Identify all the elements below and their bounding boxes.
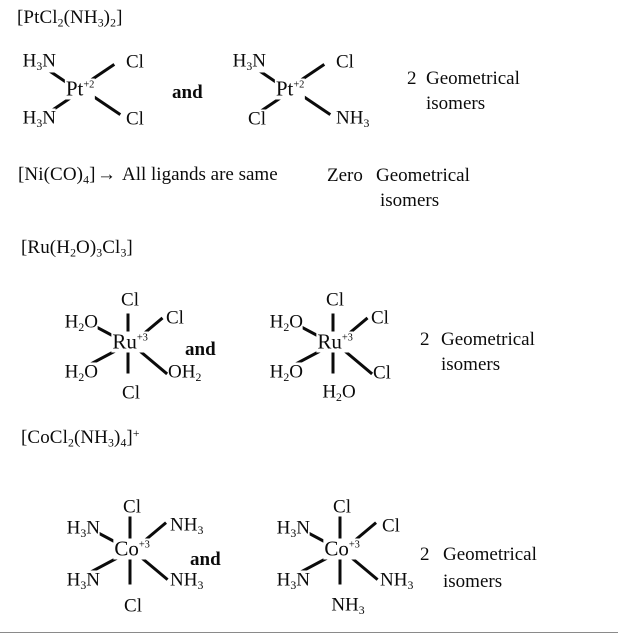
ligand-cl: Cl [121,289,139,311]
center-atom-ru: Ru+3 [316,329,354,354]
conjunction-and: and [190,549,221,570]
arrow-glyph: → [97,164,116,185]
formula-ptcl2nh32: [PtCl2(NH3)2] [17,7,123,30]
center-atom-co: Co+3 [113,536,151,561]
ligand-cl: Cl [371,307,389,329]
ligand-cl: Cl [126,108,144,130]
ligand-h2o: H2O [269,361,303,384]
isomer-count-ptcl2nh32: 2 [407,68,417,89]
structure-ptcl2nh32-cis: Pt+2 H3N Cl H3N Cl [0,0,180,140]
ligand-nh3: NH3 [380,569,414,592]
ligand-cl: Cl [166,307,184,329]
formula-ruh2o3cl3: [Ru(H2O)3Cl3] [21,237,133,260]
ligand-cl: Cl [336,51,354,73]
ligand-cl: Cl [382,515,400,537]
ligand-nh3: NH3 [336,107,370,130]
ligand-nh3: NH3 [170,514,204,537]
ligand-h2o: H2O [322,381,356,404]
structure-cocl2nh34-trans: Co+3 Cl H3N NH3 H3N NH3 Cl [0,485,240,635]
ligand-h3n: H3N [276,517,310,540]
ligand-cl: Cl [248,108,266,130]
ligand-h2o: H2O [64,311,98,334]
conjunction-and: and [185,339,216,360]
note-all-ligands-same: All ligands are same [122,164,278,185]
isomer-label-line2: isomers [441,354,501,375]
isomer-count-cocl2nh34: 2 [420,544,430,565]
structure-cocl2nh34-cis: Co+3 Cl H3N Cl H3N NH3 NH3 [210,485,450,635]
ligand-h3n: H3N [232,50,266,73]
isomer-label-line1: Geometrical [443,544,537,565]
center-atom-pt: Pt+2 [274,76,306,101]
structure-ruh2o3cl3-fac: Ru+3 Cl H2O Cl H2O OH2 Cl [0,280,230,410]
ligand-h3n: H3N [22,50,56,73]
ligand-cl: Cl [124,595,142,617]
center-atom-co: Co+3 [323,536,361,561]
isomer-label-line1: Geometrical [426,68,520,89]
ligand-cl: Cl [123,496,141,518]
structure-ruh2o3cl3-mer: Ru+3 Cl H2O Cl H2O Cl H2O [205,280,435,410]
structure-ptcl2nh32-trans: Pt+2 H3N Cl Cl NH3 [210,0,390,140]
ligand-nh3: NH3 [331,594,365,617]
ligand-h2o: H2O [269,311,303,334]
ligand-h3n: H3N [66,517,100,540]
bottom-divider [0,632,618,633]
ligand-nh3: NH3 [170,569,204,592]
ligand-h3n: H3N [66,569,100,592]
ligand-cl: Cl [126,51,144,73]
ligand-oh2: OH2 [168,361,202,384]
isomer-count-nico4: Zero [327,165,363,186]
isomer-count-ruh2o3cl3: 2 [420,329,430,350]
isomer-label-line2: isomers [426,93,486,114]
formula-cocl2nh34: [CoCl2(NH3)4]+ [21,427,140,450]
ligand-h3n: H3N [22,107,56,130]
ligand-cl: Cl [333,496,351,518]
ligand-cl: Cl [326,289,344,311]
isomer-label-line1: Geometrical [376,165,470,186]
isomer-label-line1: Geometrical [441,329,535,350]
center-atom-ru: Ru+3 [111,329,149,354]
isomer-label-line2: isomers [380,190,440,211]
conjunction-and: and [172,82,203,103]
formula-nico4: [Ni(CO)4] [18,164,96,187]
ligand-h2o: H2O [64,361,98,384]
ligand-cl: Cl [373,362,391,384]
center-atom-pt: Pt+2 [64,76,96,101]
ligand-h3n: H3N [276,569,310,592]
isomer-label-line2: isomers [443,571,503,592]
ligand-cl: Cl [122,382,140,404]
